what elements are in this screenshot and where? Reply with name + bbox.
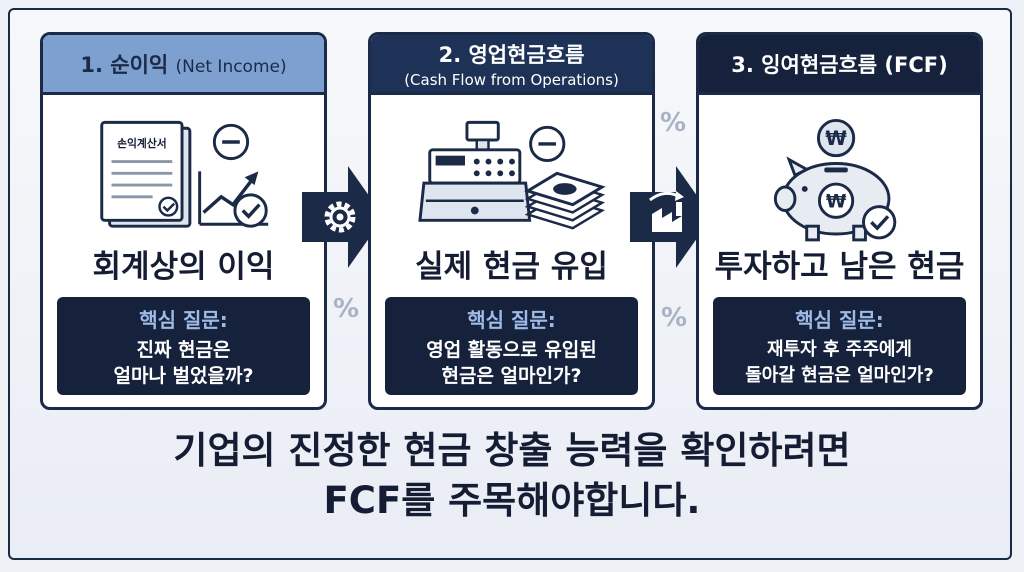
card-label: 투자하고 남은 현금 [714,249,965,285]
question-line: 현금은 얼마인가? [441,364,582,387]
document-icon: 손익계산서 [100,120,192,228]
cash-stack-icon [524,171,606,230]
card-title: 3. 잉여현금흐름 (FCF) [731,52,948,77]
question-title: 핵심 질문: [467,307,556,332]
minus-circle-icon [212,123,250,161]
piggy-bank-icon: ₩ [773,156,891,242]
gear-icon [324,201,356,233]
question-line: 재투자 후 주주에게 [766,338,912,360]
card-header: 3. 잉여현금흐름 (FCF) [699,35,980,95]
card-label: 회계상의 이익 [92,249,275,285]
card-title: 1. 순이익 [80,52,169,77]
check-circle-icon [233,193,268,228]
card-title: 2. 영업현금흐름 [438,42,585,67]
conclusion-line-1: 기업의 진정한 현금 창출 능력을 확인하려면 [173,429,851,472]
net-income-illustration: 손익계산서 [100,120,269,228]
percent-decor: % [661,303,688,333]
card-header: 1. 순이익 (Net Income) [43,35,324,95]
factory-icon [649,191,684,232]
question-line: 영업 활동으로 유입된 [426,338,597,361]
percent-decor: % [660,108,687,138]
check-circle-icon [862,205,897,240]
key-question-box: 핵심 질문: 진짜 현금은 얼마나 벌었을까? [57,297,310,395]
minus-circle-icon [529,125,566,163]
conclusion-line-2: FCF를 주목해야합니다. [323,479,701,522]
question-line: 진짜 현금은 [136,338,231,361]
question-title: 핵심 질문: [139,307,228,332]
question-line: 얼마나 벌었을까? [113,364,254,387]
card-subtitle: (Cash Flow from Operations) [404,70,619,89]
svg-text:₩: ₩ [825,127,847,150]
conclusion-text: 기업의 진정한 현금 창출 능력을 확인하려면 FCF를 주목해야합니다. [0,426,1024,526]
document-label: 손익계산서 [117,137,167,150]
percent-decor: % [333,294,360,324]
card-title-english: (Net Income) [175,56,287,77]
free-cash-flow-illustration: ₩ ₩ [773,118,897,242]
card-net-income: 1. 순이익 (Net Income) 손익계산서 [40,32,327,410]
card-free-cash-flow: 3. 잉여현금흐름 (FCF) ₩ ₩ 투자하고 남은 현금 핵심 질문: 재투… [696,32,983,410]
flow-arrow-1 [302,166,384,268]
cash-register-icon [418,120,532,222]
card-operating-cash-flow: 2. 영업현금흐름 (Cash Flow from Operations) [368,32,655,410]
operating-cash-illustration [418,120,606,230]
card-header: 2. 영업현금흐름 (Cash Flow from Operations) [371,35,652,95]
key-question-box: 핵심 질문: 재투자 후 주주에게 돌아갈 현금은 얼마인가? [713,297,966,395]
won-coin-icon: ₩ [816,118,856,158]
question-title: 핵심 질문: [795,307,884,332]
question-line: 돌아갈 현금은 얼마인가? [745,364,934,386]
svg-text:₩: ₩ [826,192,847,213]
card-label: 실제 현금 유입 [415,249,608,285]
key-question-box: 핵심 질문: 영업 활동으로 유입된 현금은 얼마인가? [385,297,638,395]
flow-arrow-2 [630,166,712,268]
